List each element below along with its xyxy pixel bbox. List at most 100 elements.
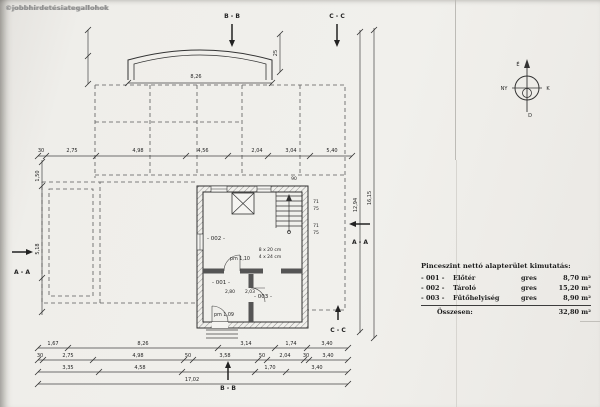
entry-steps (206, 329, 238, 339)
level-note: pm 1,10 (230, 256, 250, 262)
dimension-label: 2,04 (279, 353, 290, 359)
dimension-label: 2,80 (225, 289, 235, 295)
dimension-lines (38, 28, 375, 385)
room-label: - 002 - (207, 236, 225, 242)
compass-east-label: K (546, 86, 550, 92)
room-label: - 003 - (254, 294, 272, 300)
section-label: C - C (329, 13, 345, 20)
floor-finish: gres (521, 274, 537, 283)
dimension-label: 3,35 (62, 365, 73, 371)
section-arrow-icon (225, 361, 231, 368)
room-name: Fűtőhelyiség (453, 293, 500, 302)
interior-partitions (203, 268, 302, 322)
dimension-label: 1,70 (264, 365, 275, 371)
total-value: 32,80 m² (558, 307, 591, 316)
section-markers: B - B C - C A - A A - A C - C B - B (12, 13, 370, 392)
canopy-inner-arc (133, 54, 267, 80)
dimension-label: 2,03 (245, 289, 255, 295)
room-label: - 001 - (212, 280, 230, 286)
compass-north-label: É (516, 60, 519, 68)
canopy-arc (127, 49, 273, 80)
dimension-label: 4,56 (197, 148, 208, 154)
legend-row: - 002 - Tároló gres 15,20 m² (421, 284, 591, 292)
dimension-label: 3,58 (219, 353, 230, 359)
niche-dimension: 75 (313, 206, 319, 212)
area-legend: Pinceszint nettó alapterület kimutatás: … (421, 262, 591, 316)
niche-dimension: 71 (313, 199, 319, 205)
dimension-label: 16,15 (367, 191, 373, 205)
room-area: 8,90 m² (563, 293, 591, 302)
niche-dimension: 75 (313, 230, 319, 236)
section-arrow-icon (335, 305, 341, 312)
stair-direction-arrow (286, 194, 292, 201)
dimension-label: 3,04 (285, 148, 296, 154)
watermark-text: ©jobbhirdetésiategallohok (5, 4, 109, 12)
section-label: B - B (224, 13, 240, 20)
dimension-label: 4,98 (132, 148, 143, 154)
dimension-system: 30 2,75 4,98 4,56 2,04 3,04 5,40 8,26 1,… (34, 26, 378, 388)
legend-title: Pinceszint nettó alapterület kimutatás: (421, 262, 571, 270)
canopy-outer-arc (127, 49, 273, 80)
paper-fold-line-faint (456, 160, 457, 407)
basement-structure (196, 185, 309, 339)
room-name: Tároló (453, 284, 476, 293)
section-label: A - A (14, 269, 30, 276)
room-code: - 003 - (421, 293, 445, 302)
dimension-label: 5,18 (35, 243, 41, 254)
paper-fold-line (455, 0, 456, 160)
dimension-label: 5,40 (326, 148, 337, 154)
stair-start-mark (287, 230, 291, 234)
dimension-label: 2,04 (251, 148, 262, 154)
dimension-label: 3,40 (311, 365, 322, 371)
floor-finish: gres (521, 284, 537, 293)
room-code: - 002 - (421, 284, 445, 293)
legend-total-row: Összesen: 32,80 m² (421, 308, 591, 316)
dimension-label: 3,14 (240, 341, 251, 347)
dimension-label: 3,40 (321, 341, 332, 347)
dimension-ticks (34, 26, 378, 388)
dimension-label: 8,26 (190, 74, 201, 80)
dimension-label: 1,74 (285, 341, 296, 347)
dimension-label-total: 17,02 (185, 377, 199, 383)
level-note: pm 1,09 (214, 312, 234, 318)
dimension-label: 8,26 (137, 341, 148, 347)
section-arrow-icon (349, 221, 356, 227)
dimension-label: 2,75 (66, 148, 77, 154)
dimension-label: 25 (273, 50, 279, 56)
door-opening (212, 322, 228, 328)
section-label: B - B (220, 385, 236, 392)
paper-crease-mark (580, 321, 600, 322)
plan-notes: - 002 - - 001 - - 003 - pm 1,10 pm 1,09 … (207, 176, 319, 318)
legend-row: - 001 - Előtér gres 8,70 m² (421, 274, 591, 282)
compass-west-label: NY (501, 86, 509, 92)
dimension-label: 50 (259, 353, 265, 359)
dimension-labels: 30 2,75 4,98 4,56 2,04 3,04 5,40 8,26 1,… (35, 50, 373, 383)
chimney-cross (231, 192, 255, 215)
total-label: Összesen: (437, 307, 473, 316)
dimension-label: 2,75 (62, 353, 73, 359)
compass-letters: É K NY D (501, 60, 551, 119)
compass-inner-circle (522, 88, 532, 98)
door-swing-arcs (211, 254, 266, 323)
dimension-label: 12,94 (353, 198, 359, 212)
dimension-label: 3,40 (322, 353, 333, 359)
compass-south-label: D (528, 113, 532, 119)
door-width-label: 90 (291, 176, 297, 182)
dimension-label: 4,98 (132, 353, 143, 359)
dashed-projection-lines (94, 84, 346, 311)
compass-north-arrowhead (524, 59, 530, 68)
legend-divider (421, 304, 591, 306)
niche-dimension: 71 (313, 223, 319, 229)
north-arrow-icon: É K NY D (501, 59, 551, 119)
room-area: 15,20 m² (558, 284, 591, 293)
dimension-label: 30 (303, 353, 309, 359)
dimension-label: 4,58 (134, 365, 145, 371)
room-name: Előtér (453, 274, 476, 283)
terrace-dashed-outline (41, 181, 101, 304)
window-midlines (199, 188, 271, 250)
room-area: 8,70 m² (563, 274, 591, 283)
floor-finish: gres (521, 293, 537, 302)
dimension-label: 30 (37, 353, 43, 359)
